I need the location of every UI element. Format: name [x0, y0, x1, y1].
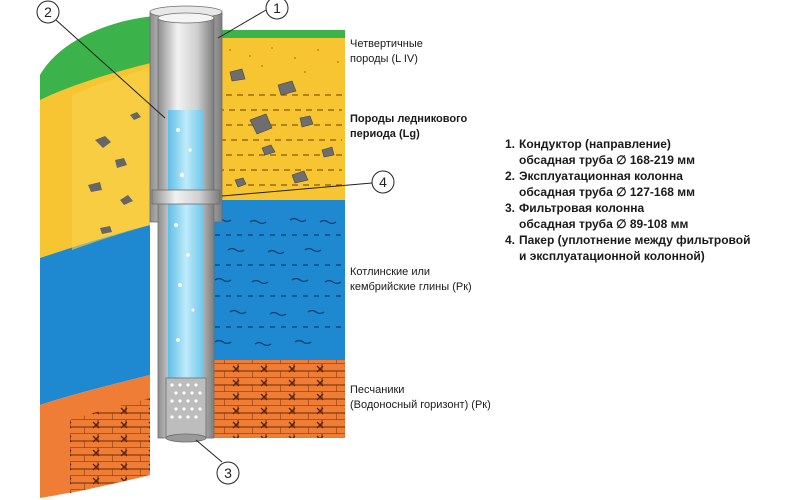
layer-label-quaternary-line2: породы (L IV) [350, 53, 418, 65]
layer-label-quaternary: Четвертичные породы (L IV) [350, 37, 423, 67]
legend-item-1-line2: обсадная труба ∅ 168-219 мм [519, 153, 696, 167]
legend-item-2-number: 2. [505, 169, 516, 183]
layer-label-glacial: Породы ледникового периода (Lg) [350, 112, 467, 142]
layer-label-kotlin-line2: кембрийские глины (Pк) [350, 281, 472, 293]
callout-2-label: 2 [44, 4, 52, 20]
legend-item-1: 1.Кондуктор (направление) обсадная труба… [505, 136, 795, 168]
legend: 1.Кондуктор (направление) обсадная труба… [505, 136, 795, 264]
callout-4-label: 4 [379, 174, 387, 190]
callout-2-circle [36, 0, 60, 24]
layer-label-sandstone-line2: (Водоносный горизонт) (Pк) [350, 399, 491, 411]
cylinder-side [40, 18, 150, 498]
legend-item-4-line1: Пакер (уплотнение между фильтровой [519, 233, 751, 247]
legend-item-3-line1: Фильтровая колонна [519, 201, 645, 215]
legend-item-3: 3.Фильтровая колонна обсадная труба ∅ 89… [505, 200, 795, 232]
legend-item-2-line2: обсадная труба ∅ 127-168 мм [519, 185, 696, 199]
callouts: 1 2 3 4 [36, 0, 395, 485]
legend-item-2-line1: Эксплуатационная колонна [519, 169, 683, 183]
callout-1-label: 1 [273, 0, 281, 16]
callout-3-label: 3 [224, 465, 232, 481]
callout-4-circle [371, 170, 395, 194]
callout-3-circle [216, 461, 240, 485]
layer-label-kotlin: Котлинские или кембрийские глины (Pк) [350, 265, 472, 295]
legend-item-1-line1: Кондуктор (направление) [519, 137, 671, 151]
well-pipes [149, 5, 223, 443]
layer-label-glacial-line1: Породы ледникового [350, 113, 468, 125]
legend-item-3-number: 3. [505, 201, 516, 215]
layer-label-quaternary-line1: Четвертичные [350, 38, 423, 50]
legend-item-3-line2: обсадная труба ∅ 89-108 мм [519, 217, 689, 231]
callout-1-circle [265, 0, 289, 20]
layer-label-sandstone: Песчаники (Водоносный горизонт) (Pк) [350, 383, 491, 413]
layer-label-sandstone-line1: Песчаники [350, 384, 405, 396]
legend-item-1-number: 1. [505, 137, 516, 151]
layer-label-kotlin-line1: Котлинские или [350, 266, 431, 278]
legend-item-2: 2.Эксплуатационная колонна обсадная труб… [505, 168, 795, 200]
legend-item-4: 4.Пакер (уплотнение между фильтровой и э… [505, 232, 795, 264]
layer-label-glacial-line2: периода (Lg) [350, 128, 420, 140]
legend-item-4-line2: и эксплуатационной колонной) [519, 249, 705, 263]
cross-section [210, 30, 345, 438]
legend-item-4-number: 4. [505, 233, 516, 247]
ground-surface [40, 16, 155, 100]
